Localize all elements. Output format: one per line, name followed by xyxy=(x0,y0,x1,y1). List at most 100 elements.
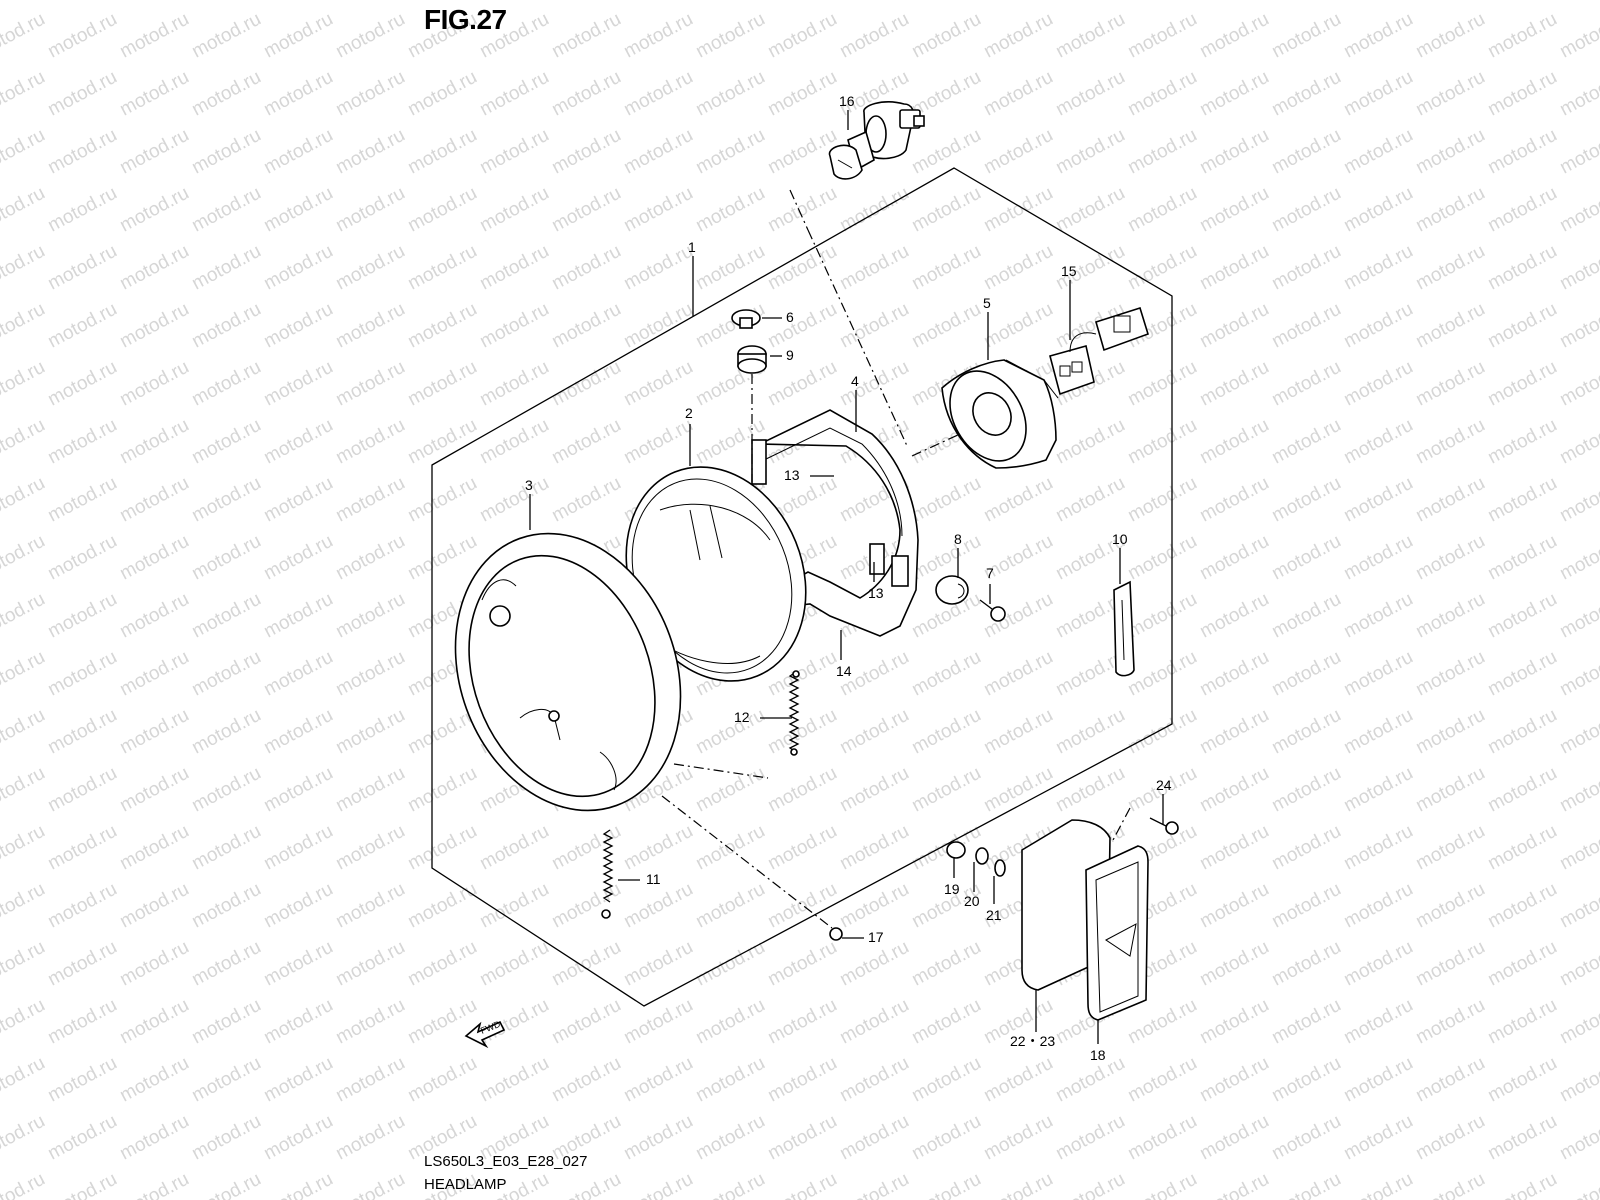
watermark-text: motod.ru xyxy=(1052,705,1128,759)
watermark-text: motod.ru xyxy=(1268,183,1344,237)
watermark-text: motod.ru xyxy=(1556,473,1600,527)
callout-1: 1 xyxy=(688,239,696,255)
watermark-text: motod.ru xyxy=(1556,299,1600,353)
washer-parts xyxy=(946,841,1006,877)
watermark-text: motod.ru xyxy=(44,67,120,121)
watermark-text: motod.ru xyxy=(1340,763,1416,817)
watermark-text: motod.ru xyxy=(980,647,1056,701)
watermark-text: motod.ru xyxy=(1412,647,1488,701)
watermark-text: motod.ru xyxy=(44,647,120,701)
watermark-text: motod.ru xyxy=(1268,67,1344,121)
watermark-text: motod.ru xyxy=(260,183,336,237)
watermark-text: motod.ru xyxy=(404,763,480,817)
watermark-text: motod.ru xyxy=(0,1111,49,1165)
watermark-text: motod.ru xyxy=(1484,67,1560,121)
watermark-text: motod.ru xyxy=(1052,0,1128,4)
watermark-text: motod.ru xyxy=(836,705,912,759)
watermark-text: motod.ru xyxy=(0,647,49,701)
watermark-text: motod.ru xyxy=(1268,531,1344,585)
watermark-text: motod.ru xyxy=(1124,415,1200,469)
watermark-text: motod.ru xyxy=(548,415,624,469)
watermark-text: motod.ru xyxy=(332,0,408,4)
watermark-text: motod.ru xyxy=(260,415,336,469)
watermark-text: motod.ru xyxy=(620,125,696,179)
watermark-text: motod.ru xyxy=(1412,357,1488,411)
watermark-text: motod.ru xyxy=(1124,589,1200,643)
watermark-text: motod.ru xyxy=(692,1169,768,1200)
watermark-text: motod.ru xyxy=(260,647,336,701)
watermark-text: motod.ru xyxy=(404,357,480,411)
watermark-text: motod.ru xyxy=(692,241,768,295)
watermark-text: motod.ru xyxy=(620,1053,696,1107)
socket-cover-part xyxy=(941,359,1059,469)
watermark-text: motod.ru xyxy=(116,473,192,527)
watermark-text: motod.ru xyxy=(332,879,408,933)
watermark-text: motod.ru xyxy=(764,9,840,63)
watermark-text: motod.ru xyxy=(1052,1169,1128,1200)
watermark-text: motod.ru xyxy=(1196,125,1272,179)
watermark-text: motod.ru xyxy=(44,879,120,933)
watermark-text: motod.ru xyxy=(260,531,336,585)
watermark-text: motod.ru xyxy=(1196,937,1272,991)
watermark-text: motod.ru xyxy=(260,241,336,295)
watermark-text: motod.ru xyxy=(44,1111,120,1165)
watermark-text: motod.ru xyxy=(764,937,840,991)
bulb-part xyxy=(828,101,925,180)
callout-22-23: 22・23 xyxy=(1010,1033,1055,1049)
watermark-text: motod.ru xyxy=(44,1169,120,1200)
assembly-frame xyxy=(431,167,1173,1007)
watermark-text: motod.ru xyxy=(1340,299,1416,353)
watermark-text: motod.ru xyxy=(44,1053,120,1107)
watermark-text: motod.ru xyxy=(44,531,120,585)
callout-8: 8 xyxy=(954,531,962,547)
watermark-text: motod.ru xyxy=(476,67,552,121)
watermark-text: motod.ru xyxy=(476,937,552,991)
watermark-text: motod.ru xyxy=(620,1169,696,1200)
watermark-text: motod.ru xyxy=(692,0,768,4)
watermark-text: motod.ru xyxy=(1124,531,1200,585)
watermark-text: motod.ru xyxy=(1196,415,1272,469)
watermark-text: motod.ru xyxy=(476,1053,552,1107)
watermark-text: motod.ru xyxy=(1196,9,1272,63)
watermark-text: motod.ru xyxy=(1484,125,1560,179)
watermark-text: motod.ru xyxy=(1556,67,1600,121)
watermark-text: motod.ru xyxy=(0,357,49,411)
watermark-text: motod.ru xyxy=(692,821,768,875)
watermark-text: motod.ru xyxy=(1412,473,1488,527)
watermark-text: motod.ru xyxy=(188,763,264,817)
watermark-text: motod.ru xyxy=(1196,589,1272,643)
watermark-text: motod.ru xyxy=(260,299,336,353)
watermark-text: motod.ru xyxy=(1412,241,1488,295)
watermark-text: motod.ru xyxy=(1340,589,1416,643)
callout-11: 11 xyxy=(646,871,661,887)
watermark-text: motod.ru xyxy=(476,299,552,353)
watermark-text: motod.ru xyxy=(404,995,480,1049)
watermark-text: motod.ru xyxy=(1556,1053,1600,1107)
watermark-text: motod.ru xyxy=(1340,473,1416,527)
watermark-text: motod.ru xyxy=(1196,0,1272,4)
watermark-text: motod.ru xyxy=(188,995,264,1049)
watermark-text: motod.ru xyxy=(332,357,408,411)
watermark-text: motod.ru xyxy=(1052,9,1128,63)
watermark-text: motod.ru xyxy=(1124,0,1200,4)
watermark-text: motod.ru xyxy=(116,937,192,991)
watermark-text: motod.ru xyxy=(548,0,624,4)
watermark-text: motod.ru xyxy=(332,821,408,875)
watermark-text: motod.ru xyxy=(1268,589,1344,643)
watermark-text: motod.ru xyxy=(764,241,840,295)
watermark-text: motod.ru xyxy=(548,821,624,875)
watermark-text: motod.ru xyxy=(188,357,264,411)
watermark-text: motod.ru xyxy=(1196,357,1272,411)
watermark-text: motod.ru xyxy=(0,183,49,237)
watermark-text: motod.ru xyxy=(1340,183,1416,237)
watermark-text: motod.ru xyxy=(44,763,120,817)
watermark-text: motod.ru xyxy=(476,821,552,875)
watermark-text: motod.ru xyxy=(764,357,840,411)
watermark-text: motod.ru xyxy=(836,299,912,353)
watermark-text: motod.ru xyxy=(0,299,49,353)
watermark-text: motod.ru xyxy=(116,821,192,875)
watermark-text: motod.ru xyxy=(0,763,49,817)
watermark-text: motod.ru xyxy=(620,937,696,991)
watermark-text: motod.ru xyxy=(404,241,480,295)
